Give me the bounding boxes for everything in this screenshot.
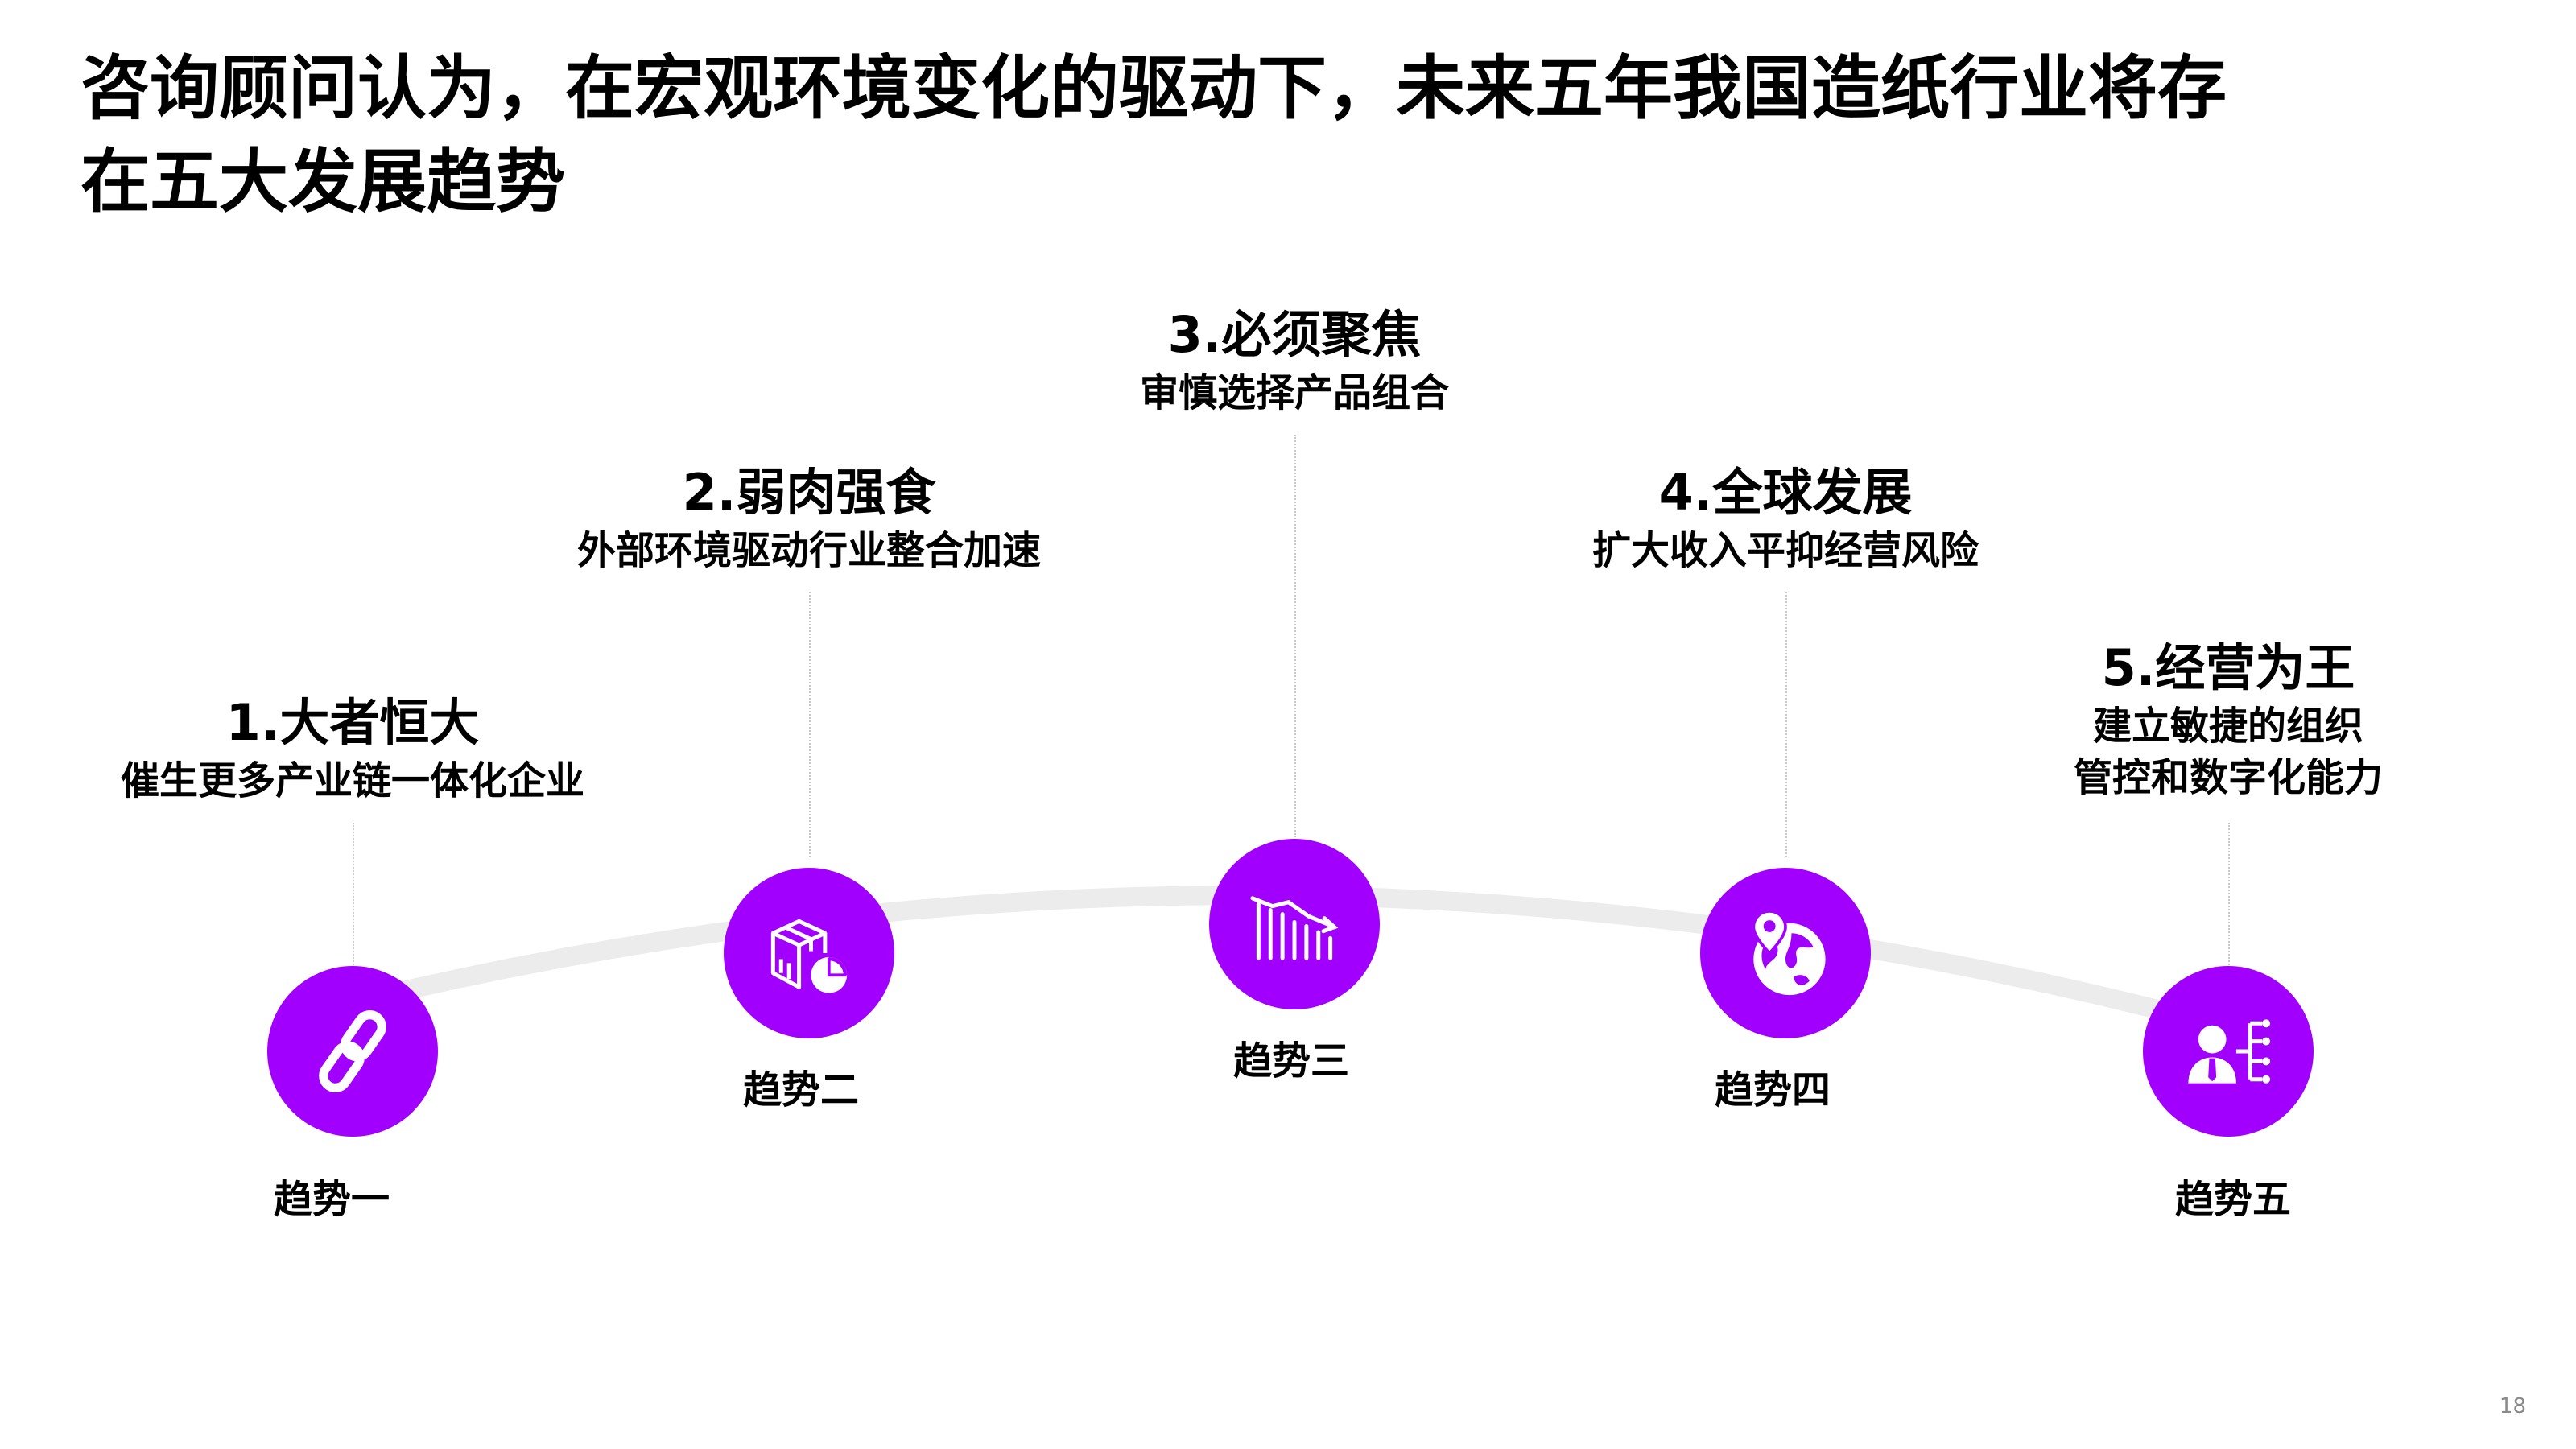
- trend-5-label: 趋势五: [2174, 1177, 2292, 1222]
- trend-4-connector: [1785, 592, 1787, 857]
- trend-5-node: [2143, 966, 2314, 1137]
- trend-2-connector: [809, 592, 811, 857]
- page-number: 18: [2499, 1394, 2526, 1418]
- trend-4-node: [1700, 868, 1871, 1038]
- trend-5-subtitle-line-2: 管控和数字化能力: [2073, 755, 2384, 800]
- trend-1-node: [267, 966, 438, 1137]
- page-title-line-2: 在五大发展趋势: [80, 142, 565, 222]
- trend-3-label: 趋势三: [1232, 1038, 1350, 1084]
- trend-5-subtitle-line-1: 建立敏捷的组织: [2092, 704, 2364, 749]
- trend-3-node: [1209, 839, 1380, 1009]
- trend-4-subtitle: 扩大收入平抑经营风险: [1591, 528, 1979, 573]
- trend-2-node: [724, 868, 894, 1038]
- person-org-chart-icon: [2188, 1019, 2271, 1084]
- trend-3-subtitle: 审慎选择产品组合: [1139, 370, 1450, 415]
- trend-1-heading-block: 1.大者恒大 催生更多产业链一体化企业: [121, 691, 584, 807]
- trend-2-label: 趋势二: [742, 1067, 860, 1113]
- trend-4-heading: 4.全球发展: [1658, 463, 1913, 522]
- page-title-line-1: 咨询顾问认为，在宏观环境变化的驱动下，未来五年我国造纸行业将存: [80, 48, 2227, 129]
- trend-1-subtitle: 催生更多产业链一体化企业: [120, 758, 585, 803]
- declining-bar-chart-icon: [1250, 896, 1339, 960]
- trend-4-label: 趋势四: [1714, 1067, 1831, 1113]
- trend-2-heading-block: 2.弱肉强食 外部环境驱动行业整合加速: [577, 460, 1041, 576]
- trend-1-heading: 1.大者恒大: [225, 693, 480, 752]
- box-pie-chart-icon: [770, 919, 848, 993]
- trend-3-heading: 3.必须聚焦: [1167, 305, 1422, 364]
- trend-2-heading: 2.弱肉强食: [682, 463, 936, 522]
- trend-1-label: 趋势一: [273, 1177, 390, 1222]
- trend-2-subtitle: 外部环境驱动行业整合加速: [576, 528, 1042, 573]
- trend-3-connector: [1294, 435, 1296, 837]
- trend-5-heading-block: 5.经营为王 建立敏捷的组织 管控和数字化能力: [2074, 636, 2383, 803]
- globe-pin-icon: [1752, 910, 1826, 996]
- page-title: 咨询顾问认为，在宏观环境变化的驱动下，未来五年我国造纸行业将存 在五大发展趋势: [80, 42, 2415, 229]
- trend-5-connector: [2228, 823, 2230, 984]
- trend-4-heading-block: 4.全球发展 扩大收入平抑经营风险: [1592, 460, 1979, 576]
- trend-5-heading: 5.经营为王: [2101, 638, 2355, 697]
- trend-3-heading-block: 3.必须聚焦 审慎选择产品组合: [1140, 303, 1449, 419]
- trend-1-connector: [353, 823, 354, 984]
- link-icon: [319, 1010, 386, 1092]
